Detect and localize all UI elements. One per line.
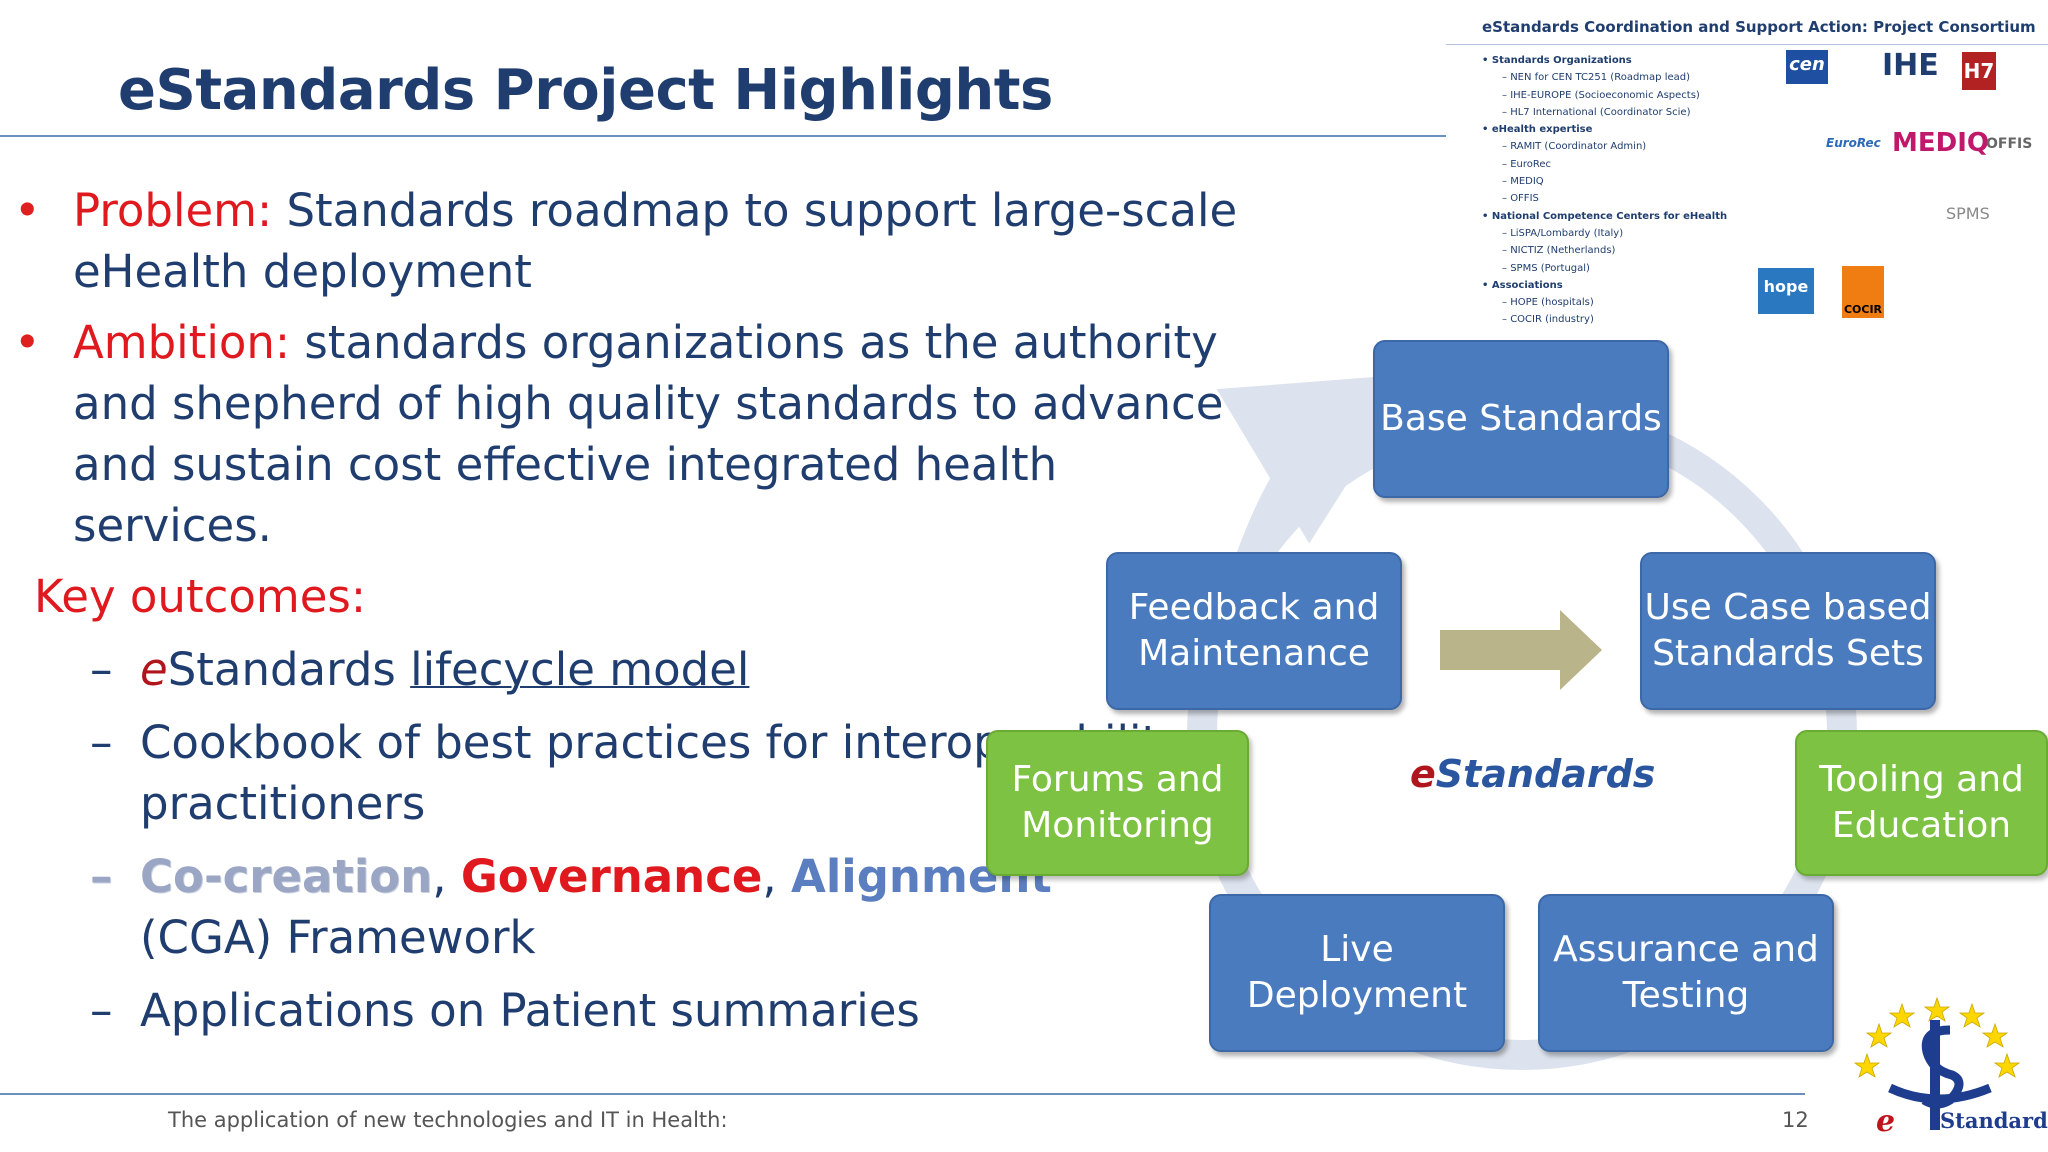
estandards-logo-icon <box>1853 996 2021 1130</box>
dash-icon: – <box>90 850 113 903</box>
cocir-logo: COCIR <box>1842 266 1884 318</box>
box-base-standards[interactable]: Base Standards <box>1373 340 1669 498</box>
slide-title: eStandards Project Highlights <box>118 58 1053 123</box>
bullet-dot-icon: • <box>14 316 41 369</box>
consortium-member: IHE-EUROPE (Socioeconomic Aspects) <box>1482 87 1727 104</box>
consortium-group: Standards Organizations <box>1482 52 1727 69</box>
bullet-problem: • Problem: Standards roadmap to support … <box>0 180 1260 302</box>
outcome-e-prefix: e <box>140 643 168 696</box>
box-assurance-testing[interactable]: Assurance and Testing <box>1538 894 1834 1052</box>
cycle-center-label: eStandards <box>1410 752 1656 796</box>
box-use-case-standards-sets[interactable]: Use Case based Standards Sets <box>1640 552 1936 710</box>
ihe-logo: IHE <box>1882 48 1939 83</box>
lifecycle-model-link[interactable]: lifecycle model <box>410 643 750 696</box>
bullet-dot-icon: • <box>14 184 41 237</box>
separator: , <box>762 850 792 903</box>
outcome-item: – eStandards lifecycle model <box>0 639 1260 700</box>
box-feedback-maintenance[interactable]: Feedback and Maintenance <box>1106 552 1402 710</box>
footer-divider <box>0 1093 1805 1095</box>
consortium-inset: eStandards Coordination and Support Acti… <box>1446 8 2048 344</box>
brand-name: Standards <box>1940 1108 2048 1133</box>
consortium-group: National Competence Centers for eHealth <box>1482 208 1727 225</box>
separator: , <box>432 850 461 903</box>
box-live-deployment[interactable]: Live Deployment <box>1209 894 1505 1052</box>
consortium-member: MEDIQ <box>1482 173 1727 190</box>
mediq-logo: MEDIQ <box>1892 128 1989 158</box>
page-number: 12 <box>1782 1108 1809 1132</box>
outcome-text: Cookbook of best practices for interoper… <box>140 716 1186 830</box>
dash-icon: – <box>90 643 113 696</box>
box-forums-monitoring[interactable]: Forums and Monitoring <box>986 730 1249 876</box>
cen-logo: cen <box>1786 50 1828 84</box>
consortium-group: eHealth expertise <box>1482 121 1727 138</box>
cycle-arrow-icon <box>1216 373 1418 566</box>
outcome-item: – Cookbook of best practices for interop… <box>0 712 1260 834</box>
consortium-member: LiSPA/Lombardy (Italy) <box>1482 225 1727 242</box>
eurorec-logo: EuroRec <box>1826 136 1881 150</box>
key-outcomes-heading: Key outcomes: <box>34 570 366 623</box>
title-divider <box>0 135 1448 137</box>
governance-label: Governance <box>460 850 763 903</box>
cocreation-label: Co-creation <box>140 850 433 903</box>
consortium-list: Standards Organizations NEN for CEN TC25… <box>1482 52 1727 329</box>
spms-logo: SPMS <box>1946 204 1990 223</box>
outcome-text: Standards <box>167 643 411 696</box>
brand-e: e <box>1876 1104 1896 1139</box>
outcome-item: – Applications on Patient summaries <box>0 980 1260 1041</box>
dash-icon: – <box>90 716 113 769</box>
slide-body: • Problem: Standards roadmap to support … <box>0 180 1260 1053</box>
consortium-member: COCIR (industry) <box>1482 311 1727 328</box>
footer-text: The application of new technologies and … <box>168 1108 728 1132</box>
consortium-member: RAMIT (Coordinator Admin) <box>1482 138 1727 155</box>
consortium-title: eStandards Coordination and Support Acti… <box>1482 18 2036 36</box>
consortium-member: EuroRec <box>1482 156 1727 173</box>
offis-logo: OFFIS <box>1986 136 2033 152</box>
bullet-label: Ambition: <box>73 316 291 369</box>
consortium-divider <box>1446 44 2048 45</box>
consortium-group: Associations <box>1482 277 1727 294</box>
hl7-logo: H7 <box>1962 52 1996 90</box>
consortium-member: HL7 International (Coordinator Scie) <box>1482 104 1727 121</box>
outcome-text: (CGA) Framework <box>140 911 536 964</box>
feedback-arrow-icon <box>1440 610 1602 690</box>
hope-logo: hope <box>1758 268 1814 314</box>
consortium-member: NICTIZ (Netherlands) <box>1482 242 1727 259</box>
consortium-member: NEN for CEN TC251 (Roadmap lead) <box>1482 69 1727 86</box>
outcome-text: Applications on Patient summaries <box>140 984 920 1037</box>
bullet-label: Problem: <box>73 184 273 237</box>
box-tooling-education[interactable]: Tooling and Education <box>1795 730 2048 876</box>
bullet-text: Standards roadmap to support large-scale… <box>73 184 1238 298</box>
consortium-member: HOPE (hospitals) <box>1482 294 1727 311</box>
consortium-member: OFFIS <box>1482 190 1727 207</box>
bullet-text: standards organizations as the authority… <box>73 316 1224 552</box>
bullet-ambition: • Ambition: standards organizations as t… <box>0 312 1260 556</box>
consortium-member: SPMS (Portugal) <box>1482 260 1727 277</box>
dash-icon: – <box>90 984 113 1037</box>
